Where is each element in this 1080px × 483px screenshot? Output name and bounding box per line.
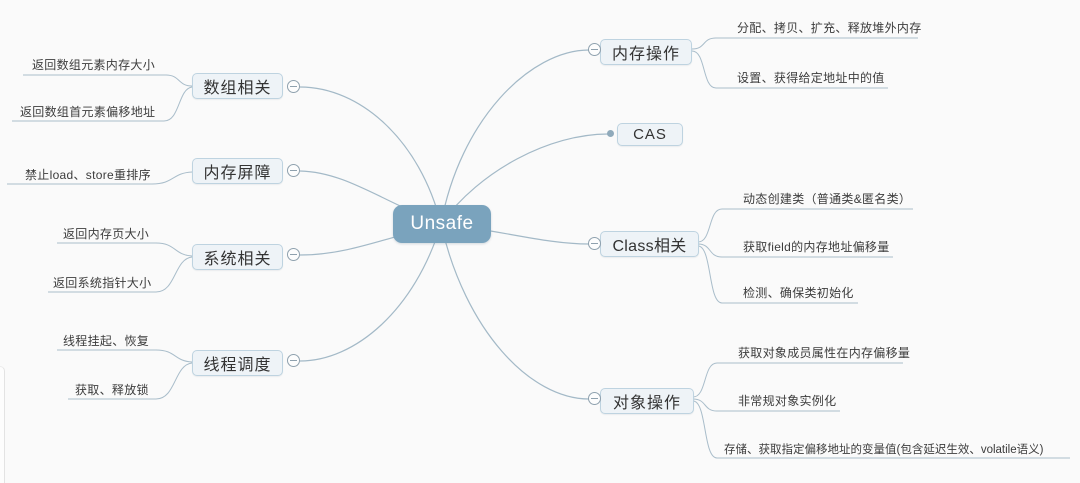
leaf-topic[interactable]: 返回数组元素内存大小: [32, 58, 156, 72]
leaf-topic[interactable]: 禁止load、store重排序: [25, 168, 151, 182]
minus-icon: [591, 243, 598, 244]
minus-icon: [591, 49, 598, 50]
connector-dot: [607, 130, 614, 137]
leaf-topic[interactable]: 检测、确保类初始化: [743, 286, 854, 300]
leaf-topic[interactable]: 获取对象成员属性在内存偏移量: [738, 346, 911, 360]
leaf-topic[interactable]: 返回数组首元素偏移地址: [20, 105, 156, 119]
branch-node-memory-op[interactable]: 内存操作: [600, 39, 692, 65]
root-node-unsafe[interactable]: Unsafe: [393, 205, 491, 243]
leaf-topic[interactable]: 非常规对象实例化: [738, 394, 837, 408]
collapse-button-memory-barrier[interactable]: [287, 164, 300, 177]
branch-node-class[interactable]: Class相关: [600, 231, 699, 257]
minus-icon: [591, 398, 598, 399]
collapse-button-memory-op[interactable]: [588, 43, 601, 56]
minus-icon: [290, 254, 297, 255]
leaf-topic[interactable]: 返回系统指针大小: [53, 276, 152, 290]
collapse-button-object-op[interactable]: [588, 392, 601, 405]
leaf-topic[interactable]: 获取、释放锁: [75, 383, 149, 397]
collapse-button-system[interactable]: [287, 248, 300, 261]
branch-node-cas[interactable]: CAS: [617, 123, 683, 146]
branch-node-system[interactable]: 系统相关: [192, 244, 283, 270]
branch-node-memory-barrier[interactable]: 内存屏障: [192, 158, 283, 184]
branch-node-object-op[interactable]: 对象操作: [600, 388, 694, 414]
leaf-topic[interactable]: 存储、获取指定偏移地址的变量值(包含延迟生效、volatile语义): [724, 444, 1044, 456]
collapse-button-thread-schedule[interactable]: [287, 354, 300, 367]
leaf-topic[interactable]: 分配、拷贝、扩充、释放堆外内存: [737, 21, 922, 35]
minus-icon: [290, 170, 297, 171]
leaf-topic[interactable]: 设置、获得给定地址中的值: [737, 71, 885, 85]
leaf-topic[interactable]: 线程挂起、恢复: [63, 334, 150, 348]
branch-node-thread-schedule[interactable]: 线程调度: [192, 350, 283, 376]
leaf-topic[interactable]: 动态创建类（普通类&匿名类）: [743, 192, 912, 206]
minus-icon: [290, 360, 297, 361]
collapse-button-class[interactable]: [588, 237, 601, 250]
minus-icon: [290, 86, 297, 87]
leaf-topic[interactable]: 获取field的内存地址偏移量: [743, 240, 890, 254]
branch-node-array[interactable]: 数组相关: [192, 73, 283, 99]
panel-edge: [0, 366, 5, 483]
collapse-button-array[interactable]: [287, 80, 300, 93]
leaf-topic[interactable]: 返回内存页大小: [63, 227, 150, 241]
